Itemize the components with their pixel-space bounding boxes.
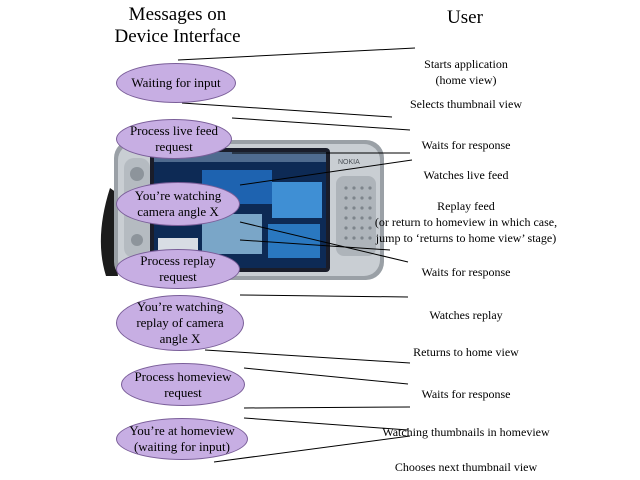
connector-line — [177, 47, 416, 61]
user-action-chooses-next-thumbnail: Chooses next thumbnail view — [394, 460, 538, 474]
user-action-watches-live-feed: Watches live feed — [423, 168, 509, 182]
connector-line — [213, 435, 411, 463]
user-column-header: User — [447, 7, 483, 28]
device-message-at-homeview: You’re at homeview (waiting for input) — [116, 418, 248, 460]
user-action-starts-application: Starts application (home view) — [424, 57, 508, 87]
user-action-returns-to-home-view: Returns to home view — [413, 345, 519, 359]
device-message-watching-camera: You’re watching camera angle X — [116, 182, 240, 226]
connector-line — [239, 159, 413, 186]
device-message-waiting-for-input: Waiting for input — [116, 63, 236, 103]
device-brand-label: NOKIA — [338, 159, 360, 166]
user-action-watching-thumbnails: Watching thumbnails in homeview — [382, 425, 550, 439]
device-message-process-homeview: Process homeview request — [121, 363, 245, 406]
user-action-waits-for-response: Waits for response — [421, 387, 511, 401]
user-action-replay-feed: Replay feed (or return to homeview in wh… — [374, 199, 558, 245]
user-action-waits-for-response: Waits for response — [421, 138, 511, 152]
connector-line — [231, 117, 411, 131]
connector-line — [239, 239, 391, 251]
device-message-process-live-feed: Process live feed request — [116, 119, 232, 159]
connector-line — [243, 406, 411, 409]
user-action-waits-for-response: Waits for response — [421, 265, 511, 279]
connector-line — [239, 221, 409, 263]
device-message-watching-replay: You’re watching replay of camera angle X — [116, 295, 244, 351]
connector-line — [243, 417, 409, 431]
user-action-watches-replay: Watches replay — [429, 308, 503, 322]
device-column-header: Messages on Device Interface — [114, 4, 241, 47]
connector-line — [243, 367, 409, 385]
connector-line — [204, 349, 411, 364]
device-message-process-replay: Process replay request — [116, 249, 240, 289]
connector-line — [239, 294, 409, 298]
connector-line — [181, 102, 393, 118]
user-action-selects-thumbnail: Selects thumbnail view — [410, 97, 522, 111]
